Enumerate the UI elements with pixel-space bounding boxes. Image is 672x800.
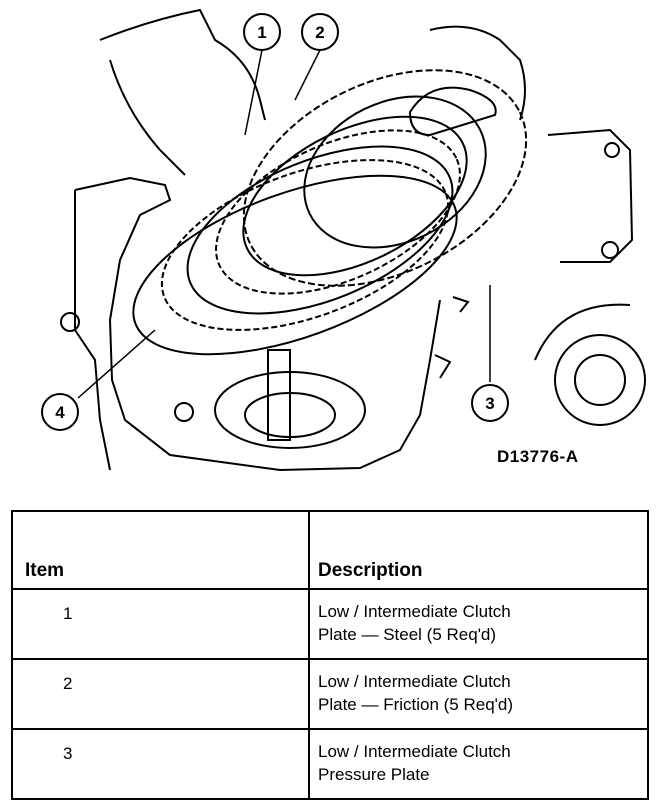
item-number: 3 xyxy=(11,728,310,800)
top-clutch-plate xyxy=(242,69,528,287)
shaft xyxy=(267,349,291,441)
case-right-flange xyxy=(547,128,634,263)
hand-left-finger xyxy=(109,59,186,176)
case-outline xyxy=(74,176,441,472)
leader-line-1 xyxy=(244,49,263,136)
item-description: Low / Intermediate Clutch Pressure Plate xyxy=(308,728,649,800)
item-description: Low / Intermediate Clutch Plate — Fricti… xyxy=(308,658,649,730)
case-flange xyxy=(74,190,111,471)
callout-circle-1 xyxy=(243,13,281,51)
description-line: Low / Intermediate Clutch xyxy=(318,602,511,621)
hand-right-thumb xyxy=(408,86,497,137)
case-bolt xyxy=(60,312,80,332)
clutch-plate-steel xyxy=(215,129,461,295)
callout-circle-2 xyxy=(301,13,339,51)
clip xyxy=(434,354,452,379)
legend-table: Item Description 1 Low / Intermediate Cl… xyxy=(11,510,649,800)
table-row: 3 Low / Intermediate Clutch Pressure Pla… xyxy=(11,728,649,800)
pump-body xyxy=(554,334,646,426)
hand-left xyxy=(99,8,266,121)
clip xyxy=(452,296,470,313)
callout-label-3: 3 xyxy=(485,394,494,413)
table-header-row: Item Description xyxy=(11,510,649,590)
item-number: 2 xyxy=(11,658,310,730)
description-line: Plate — Steel (5 Req'd) xyxy=(318,625,497,644)
header-description: Description xyxy=(308,510,649,590)
table-row: 1 Low / Intermediate Clutch Plate — Stee… xyxy=(11,588,649,660)
pump-outline xyxy=(534,303,631,361)
pump-hub xyxy=(574,354,626,406)
case-bolt xyxy=(604,142,620,158)
leader-line-4 xyxy=(77,329,156,399)
description-line: Pressure Plate xyxy=(318,765,430,784)
clutch-plate-friction xyxy=(242,115,468,277)
item-number: 1 xyxy=(11,588,310,660)
clutch-plate-steel xyxy=(160,159,450,331)
top-plate-bore xyxy=(303,95,487,249)
description-line: Low / Intermediate Clutch xyxy=(318,742,511,761)
case-bolt xyxy=(601,241,619,259)
callout-circle-3 xyxy=(471,384,509,422)
clutch-plate-friction xyxy=(186,145,454,315)
case-bolt xyxy=(174,402,194,422)
figure-code: D13776-A xyxy=(497,447,579,466)
table-row: 2 Low / Intermediate Clutch Plate — Fric… xyxy=(11,658,649,730)
leader-line-2 xyxy=(294,49,321,101)
callout-label-4: 4 xyxy=(55,403,65,422)
clutch-plate-illustration: 1 2 3 4 D13776-A xyxy=(41,8,646,472)
callout-label-2: 2 xyxy=(315,23,324,42)
hand-right xyxy=(429,25,526,121)
item-description: Low / Intermediate Clutch Plate — Steel … xyxy=(308,588,649,660)
pressure-plate-ring xyxy=(132,174,458,356)
description-line: Low / Intermediate Clutch xyxy=(318,672,511,691)
callout-label-1: 1 xyxy=(257,23,266,42)
header-item: Item xyxy=(11,510,310,590)
callout-circle-4 xyxy=(41,393,79,431)
illustration-svg: 1 2 3 4 xyxy=(41,8,646,472)
description-line: Plate — Friction (5 Req'd) xyxy=(318,695,514,714)
